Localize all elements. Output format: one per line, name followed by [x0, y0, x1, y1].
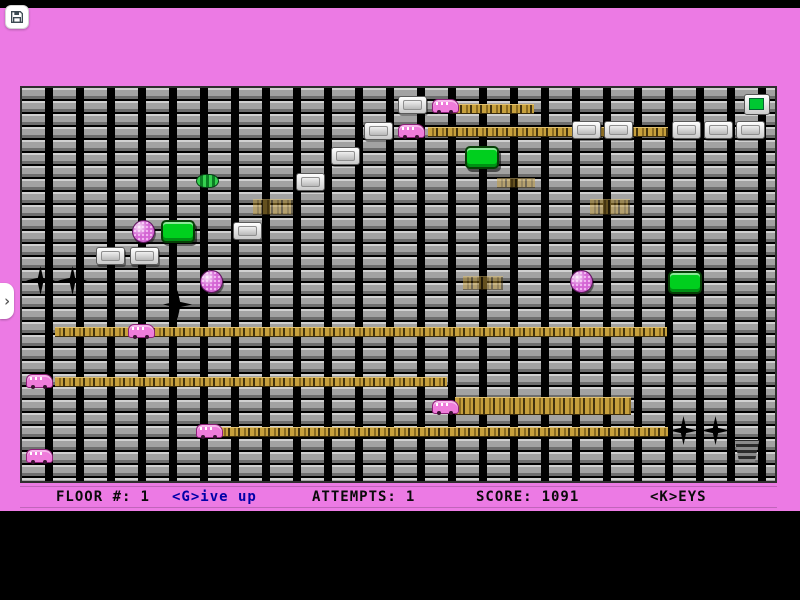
sprite-mouse	[196, 424, 223, 439]
rope	[55, 377, 447, 387]
rope	[497, 178, 535, 188]
sprite-spider	[669, 416, 698, 445]
rope	[428, 127, 668, 137]
sprite-mouse	[26, 449, 53, 464]
rope	[452, 104, 534, 114]
sprite-door	[96, 247, 125, 265]
giveup-hint: <G>ive up	[172, 489, 257, 505]
sprite-door	[331, 147, 360, 165]
sprite-spider	[701, 416, 730, 445]
status-bar: FLOOR #: 1 <G>ive up ATTEMPTS: 1 SCORE: 109…	[20, 486, 777, 508]
rope	[220, 427, 668, 437]
sprite-door	[704, 121, 733, 139]
sprite-door	[296, 173, 325, 191]
sprite-basket	[734, 440, 760, 462]
sprite-mouse	[128, 324, 155, 339]
drawer-toggle[interactable]: ›	[0, 283, 14, 319]
sprite-door	[398, 96, 427, 114]
sprite-door	[604, 121, 633, 139]
floor-indicator: FLOOR #: 1	[56, 489, 150, 505]
save-button[interactable]	[5, 5, 29, 29]
sprite-mouse	[26, 374, 53, 389]
floppy-disk-icon	[9, 9, 25, 25]
sprite-spider	[26, 266, 55, 295]
sprite-player-bug	[196, 174, 219, 188]
rope	[590, 199, 630, 215]
sprite-spider	[58, 266, 87, 295]
sprite-door	[130, 247, 159, 265]
sprite-mouse	[398, 124, 425, 139]
score-indicator: SCORE: 1091	[476, 489, 579, 505]
game-board[interactable]	[20, 86, 777, 483]
sprite-green-block	[668, 271, 702, 294]
score-value: 1091	[541, 489, 580, 505]
sprite-green-block	[465, 146, 499, 169]
sprite-ball	[570, 270, 593, 293]
sprite-door	[233, 222, 262, 240]
sprite-door	[364, 122, 393, 140]
sprite-ball	[132, 220, 155, 243]
score-label: SCORE:	[476, 489, 533, 505]
sprite-door	[572, 121, 601, 139]
sprite-green-block	[161, 220, 195, 243]
sprite-door	[736, 121, 765, 139]
sprite-door	[672, 121, 701, 139]
sprite-ball	[200, 270, 223, 293]
rope	[55, 327, 667, 337]
chevron-right-icon: ›	[2, 292, 12, 310]
sprite-monitor	[744, 94, 770, 115]
floor-label: FLOOR #:	[56, 489, 132, 505]
attempts-value: 1	[405, 489, 416, 505]
rope	[455, 397, 631, 415]
floor-value: 1	[140, 489, 150, 505]
attempts-indicator: ATTEMPTS: 1	[312, 489, 415, 505]
sprite-mouse	[432, 400, 459, 415]
rope	[253, 199, 293, 215]
attempts-label: ATTEMPTS:	[312, 489, 397, 505]
sprite-spider	[163, 290, 192, 319]
sprite-mouse	[432, 99, 459, 114]
rope	[463, 276, 503, 290]
keys-hint: <K>EYS	[650, 489, 707, 505]
